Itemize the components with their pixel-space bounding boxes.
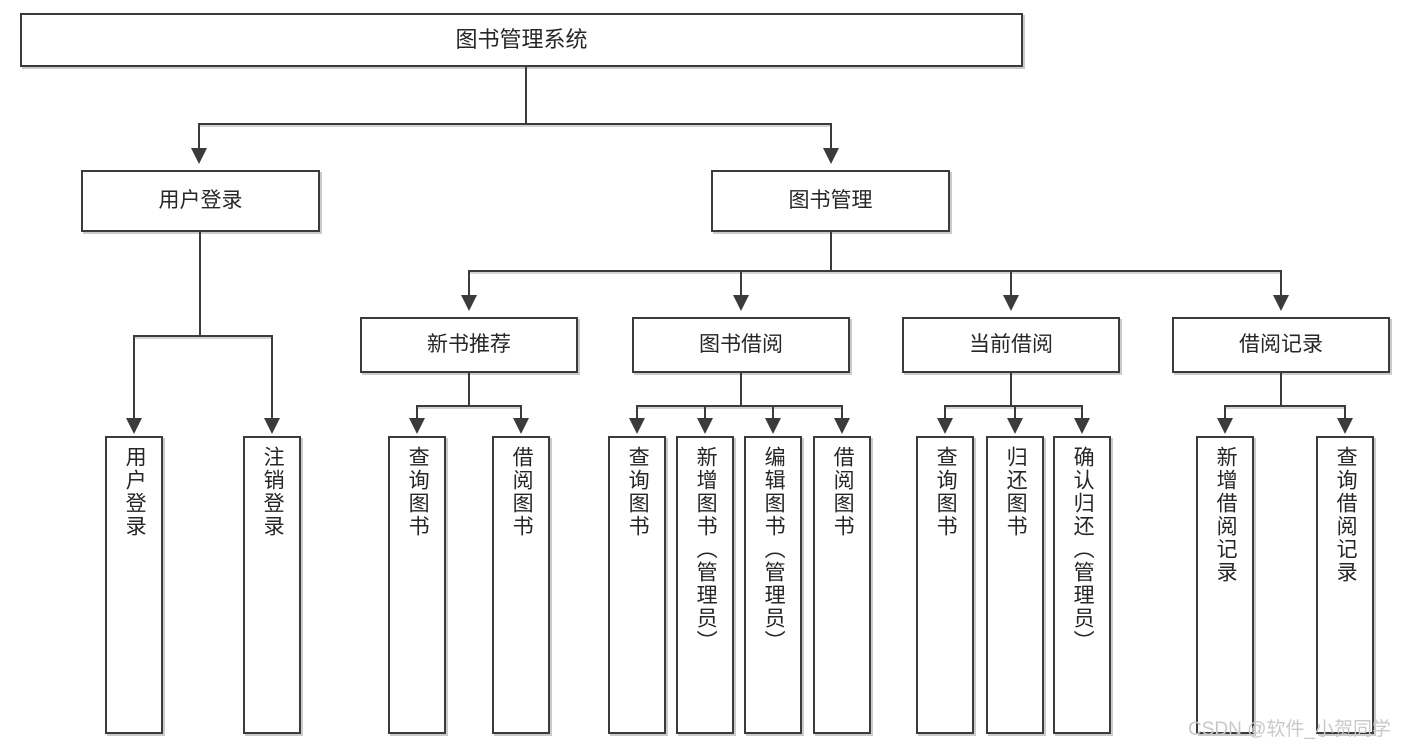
arrowhead-bb-leaf-2 — [697, 418, 713, 434]
arrowhead-br-leaf-2 — [1337, 418, 1353, 434]
node-label: 注销登录 — [261, 446, 285, 538]
connector-current-borrow-bus — [944, 405, 1081, 407]
connector-bb-to-leaf-4 — [841, 405, 843, 419]
arrowhead-leaf-logout — [264, 418, 280, 434]
node-book-management[interactable]: 图书管理 — [711, 170, 950, 232]
leaf-cb-query-book[interactable]: 查询图书 — [916, 436, 974, 734]
node-label: 当前借阅 — [969, 332, 1053, 356]
node-label: 新书推荐 — [427, 332, 511, 356]
leaf-br-add-record[interactable]: 新增借阅记录 — [1196, 436, 1254, 734]
connector-book-management-bus — [468, 270, 1280, 272]
arrowhead-new-book-recommend — [461, 295, 477, 311]
connector-cb-to-leaf-2 — [1014, 405, 1016, 419]
connector-new-book-to-leaf-2 — [520, 405, 522, 419]
arrowhead-bb-leaf-1 — [629, 418, 645, 434]
node-label: 新增图书（管理员） — [694, 446, 718, 653]
connector-user-login-to-leaf-2 — [271, 335, 273, 419]
connector-br-to-leaf-2 — [1344, 405, 1346, 419]
arrowhead-borrow-record — [1273, 295, 1289, 311]
connector-bm-to-current-borrow — [1010, 270, 1012, 296]
connector-bm-to-borrow-record — [1280, 270, 1282, 296]
connector-root-stem — [525, 67, 527, 123]
arrowhead-current-borrow — [1003, 295, 1019, 311]
node-label: 图书管理 — [788, 188, 873, 212]
connector-bm-to-book-borrow — [740, 270, 742, 296]
connector-user-login-to-leaf-1 — [133, 335, 135, 419]
node-label: 借阅图书 — [510, 446, 534, 538]
connector-br-to-leaf-1 — [1224, 405, 1226, 419]
node-user-login[interactable]: 用户登录 — [81, 170, 320, 232]
leaf-nb-query-book[interactable]: 查询图书 — [388, 436, 446, 734]
node-borrow-record[interactable]: 借阅记录 — [1172, 317, 1390, 373]
node-label: 确认归还（管理员） — [1071, 446, 1095, 653]
connector-borrow-record-bus — [1224, 405, 1344, 407]
arrowhead-bb-leaf-3 — [765, 418, 781, 434]
arrowhead-book-borrow — [733, 295, 749, 311]
node-label: 图书管理系统 — [455, 27, 588, 53]
connector-user-login-bus — [133, 335, 271, 337]
node-book-borrow[interactable]: 图书借阅 — [632, 317, 850, 373]
arrowhead-bb-leaf-4 — [834, 418, 850, 434]
connector-book-borrow-bus — [636, 405, 841, 407]
connector-user-login-stem — [199, 232, 201, 335]
node-label: 查询借阅记录 — [1334, 446, 1358, 584]
leaf-bb-borrow-book[interactable]: 借阅图书 — [813, 436, 871, 734]
connector-cb-to-leaf-1 — [944, 405, 946, 419]
node-label: 用户登录 — [123, 446, 147, 538]
connector-book-borrow-stem — [740, 373, 742, 405]
connector-bb-to-leaf-1 — [636, 405, 638, 419]
arrowhead-nb-leaf-2 — [513, 418, 529, 434]
csdn-watermark: CSDN @软件_小贺同学 — [1188, 714, 1391, 741]
connector-bb-to-leaf-3 — [772, 405, 774, 419]
arrowhead-nb-leaf-1 — [409, 418, 425, 434]
connector-bm-to-new-book — [468, 270, 470, 296]
arrowhead-br-leaf-1 — [1217, 418, 1233, 434]
leaf-bb-edit-book-admin[interactable]: 编辑图书（管理员） — [744, 436, 802, 734]
connector-book-management-stem — [830, 232, 832, 270]
connector-new-book-bus — [416, 405, 520, 407]
node-label: 查询图书 — [406, 446, 430, 538]
arrowhead-cb-leaf-3 — [1074, 418, 1090, 434]
watermark-text: CSDN @软件_小贺同学 — [1188, 719, 1391, 740]
leaf-cb-return-book[interactable]: 归还图书 — [986, 436, 1044, 734]
arrowhead-leaf-user-login — [126, 418, 142, 434]
node-new-book-recommend[interactable]: 新书推荐 — [360, 317, 578, 373]
leaf-nb-borrow-book[interactable]: 借阅图书 — [492, 436, 550, 734]
connector-cb-to-leaf-3 — [1081, 405, 1083, 419]
node-root-book-management-system[interactable]: 图书管理系统 — [20, 13, 1023, 67]
connector-new-book-stem — [468, 373, 470, 405]
leaf-user-login[interactable]: 用户登录 — [105, 436, 163, 734]
node-label: 查询图书 — [626, 446, 650, 538]
connector-root-to-book-management — [830, 123, 832, 149]
node-label: 用户登录 — [158, 188, 243, 212]
arrowhead-book-management — [823, 148, 839, 164]
connector-borrow-record-stem — [1280, 373, 1282, 405]
node-current-borrow[interactable]: 当前借阅 — [902, 317, 1120, 373]
node-label: 查询图书 — [934, 446, 958, 538]
arrowhead-user-login — [191, 148, 207, 164]
node-label: 借阅图书 — [831, 446, 855, 538]
arrowhead-cb-leaf-2 — [1007, 418, 1023, 434]
leaf-bb-add-book-admin[interactable]: 新增图书（管理员） — [676, 436, 734, 734]
node-label: 编辑图书（管理员） — [762, 446, 786, 653]
node-label: 借阅记录 — [1239, 332, 1323, 356]
connector-new-book-to-leaf-1 — [416, 405, 418, 419]
connector-bb-to-leaf-2 — [704, 405, 706, 419]
node-label: 图书借阅 — [699, 332, 783, 356]
leaf-logout[interactable]: 注销登录 — [243, 436, 301, 734]
node-label: 新增借阅记录 — [1214, 446, 1238, 584]
node-label: 归还图书 — [1004, 446, 1028, 538]
connector-root-to-user-login — [198, 123, 200, 149]
arrowhead-cb-leaf-1 — [937, 418, 953, 434]
connector-root-bus — [198, 123, 830, 125]
connector-current-borrow-stem — [1010, 373, 1012, 405]
leaf-br-query-record[interactable]: 查询借阅记录 — [1316, 436, 1374, 734]
leaf-bb-query-book[interactable]: 查询图书 — [608, 436, 666, 734]
leaf-cb-confirm-return-admin[interactable]: 确认归还（管理员） — [1053, 436, 1111, 734]
